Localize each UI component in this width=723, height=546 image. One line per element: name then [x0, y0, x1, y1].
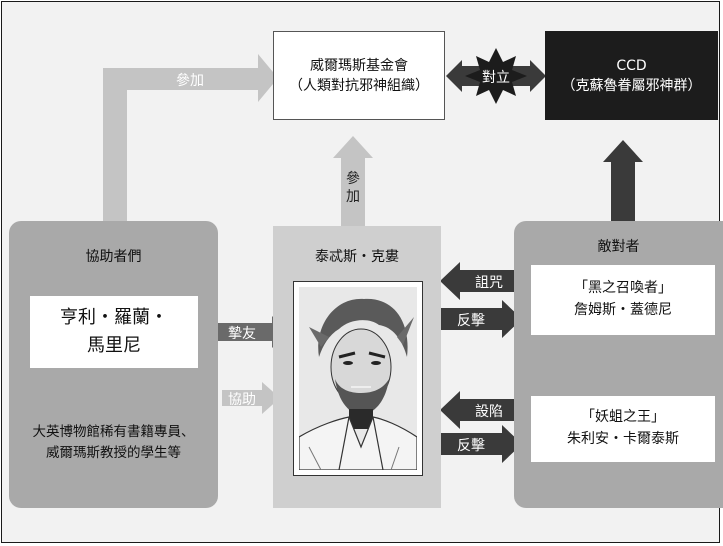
foundation-line1: 威爾瑪斯基金會: [310, 58, 408, 74]
arrow-trap: [440, 391, 522, 429]
arrow-counter2: [440, 425, 522, 463]
enemy1-line2: 詹姆斯・蓋德尼: [574, 302, 672, 318]
enemy2-box: 「妖蛆之王」 朱利安・卡爾泰斯: [531, 396, 715, 462]
arrow-curse: [440, 262, 522, 300]
enemy1-box: 「黑之召喚者」 詹姆斯・蓋德尼: [531, 265, 715, 335]
portrait-frame: [293, 281, 423, 476]
center-title: 泰忒斯・克婁: [315, 249, 399, 265]
enemy2-line2: 朱利安・卡爾泰斯: [567, 431, 679, 447]
arrow-friend: [196, 316, 288, 348]
ccd-box: CCD （克蘇魯眷屬邪神群）: [545, 31, 718, 120]
label-counter1: 反擊: [457, 313, 485, 329]
oppose-burst: [465, 48, 527, 104]
helper-others-line2: 威爾瑪斯教授的學生等: [46, 445, 181, 461]
arrow-enemy-ccd: [603, 140, 643, 222]
label-trap: 設陷: [475, 404, 503, 420]
label-curse: 詛咒: [475, 275, 503, 291]
foundation-line2: （人類對抗邪神組織）: [289, 78, 429, 94]
enemies-title: 敵對者: [597, 239, 640, 255]
label-assist: 協助: [228, 392, 256, 408]
label-join-top: 參加: [176, 73, 204, 89]
helpers-title: 協助者們: [85, 249, 142, 265]
ccd-line2: （克蘇魯眷屬邪神群）: [561, 78, 702, 94]
label-join-center-1: 參: [346, 171, 360, 187]
enemy2-line1: 「妖蛆之王」: [581, 409, 665, 425]
label-friend: 摯友: [228, 326, 256, 342]
helper-person-line1: 亨利・羅蘭・: [60, 307, 168, 328]
arrow-assist: [222, 382, 280, 414]
helper-person-line2: 馬里尼: [87, 335, 141, 356]
foundation-box: 威爾瑪斯基金會 （人類對抗邪神組織）: [273, 31, 445, 120]
helper-others: 大英博物館稀有書籍專員、 威爾瑪斯教授的學生等: [9, 422, 218, 464]
arrow-counter1: [440, 300, 522, 338]
label-oppose: 對立: [482, 70, 510, 86]
label-join-center-2: 加: [346, 189, 360, 205]
enemy1-line1: 「黑之召喚者」: [574, 280, 672, 296]
helper-others-line1: 大英博物館稀有書籍專員、: [32, 424, 195, 440]
arrow-join-center: [333, 136, 373, 228]
helper-person-box: 亨利・羅蘭・ 馬里尼: [30, 296, 198, 368]
label-counter2: 反擊: [457, 438, 485, 454]
arrow-join-top: [103, 54, 278, 225]
ccd-line1: CCD: [616, 58, 647, 74]
portrait-image: [298, 287, 418, 471]
